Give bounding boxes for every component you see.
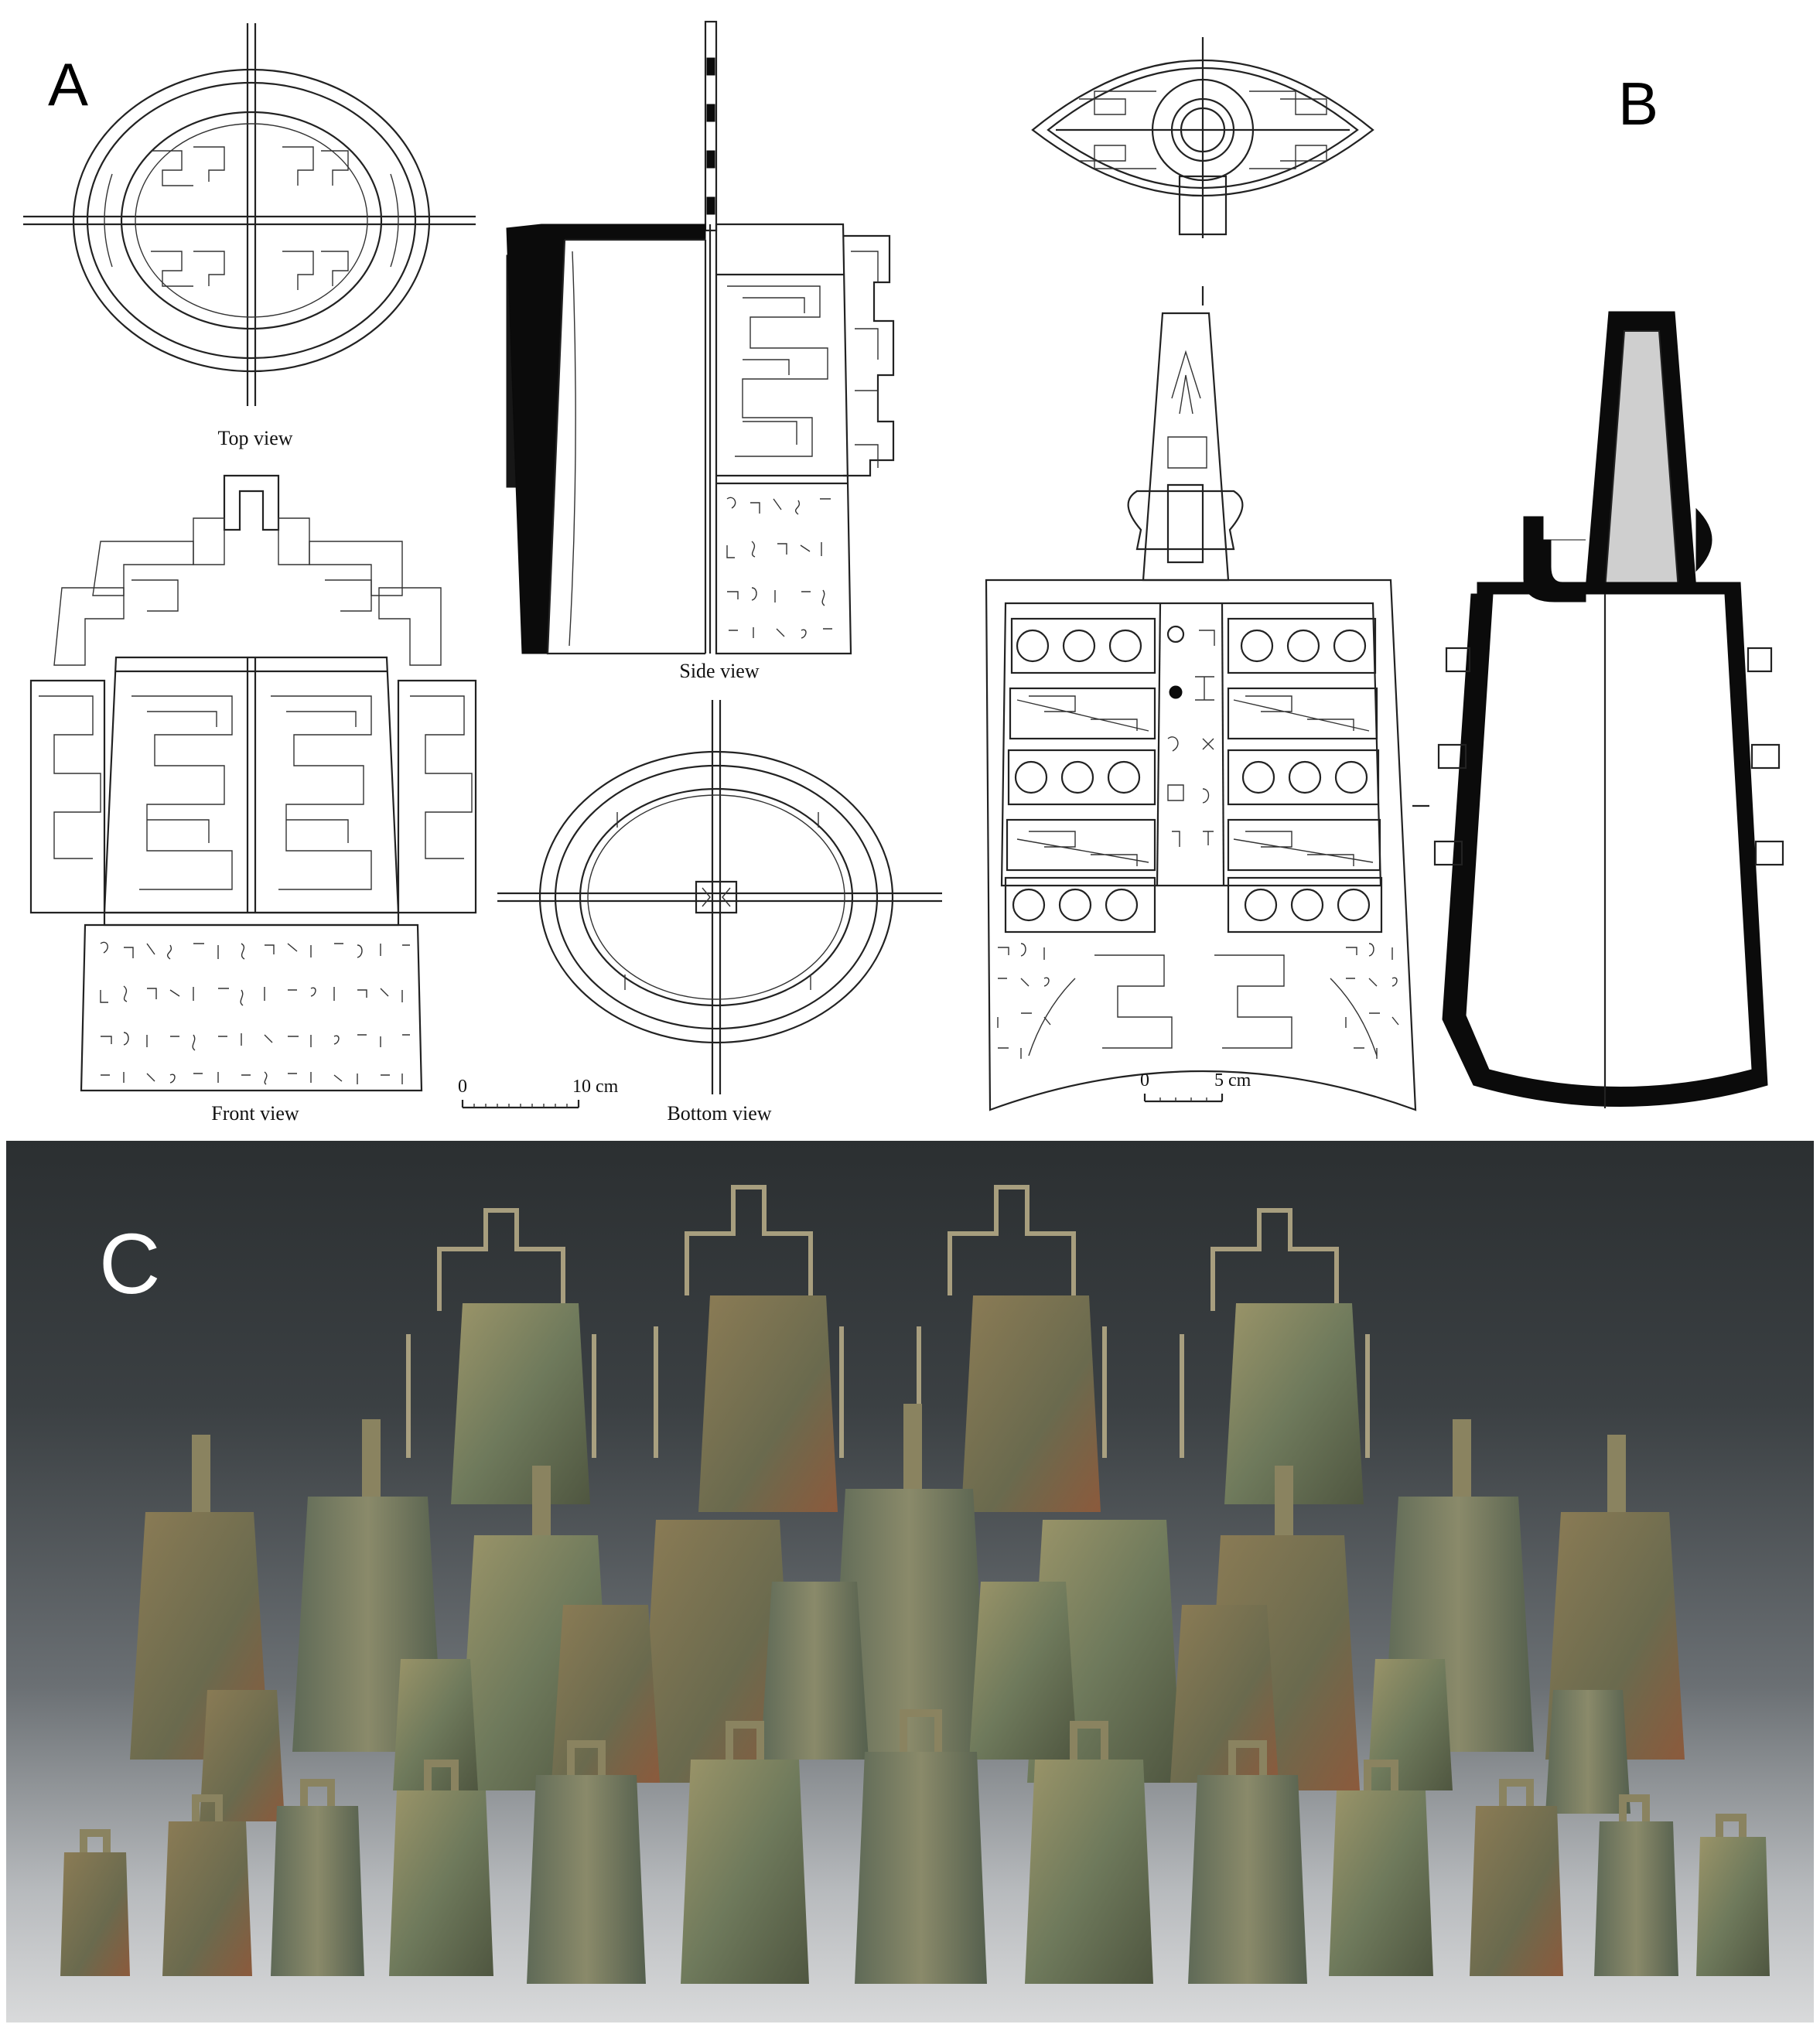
panel-label-b: B [1618, 70, 1659, 138]
bottom-view-caption: Bottom view [667, 1102, 772, 1125]
bottom-view-drawing [497, 700, 942, 1094]
bells-illustration [60, 1185, 1770, 1984]
b-front-view-drawing [985, 286, 1417, 1111]
scale-bar-a-end: 10 cm [572, 1077, 619, 1097]
bo-bells-bodies [451, 1295, 1364, 1512]
scale-bar-a [461, 1100, 580, 1109]
scale-bar-b-zero: 0 [1140, 1070, 1149, 1091]
front-view-caption: Front view [211, 1102, 299, 1125]
bell-loops [80, 1709, 1747, 1852]
scale-bar-a-zero: 0 [458, 1077, 467, 1097]
small-yong-bells [200, 1582, 1630, 1821]
b-center-tick [1412, 804, 1429, 807]
scale-bar-b [1143, 1094, 1224, 1103]
scale-bar-b-end: 5 cm [1214, 1070, 1251, 1091]
b-top-view-drawing [1031, 37, 1374, 238]
top-view-caption: Top view [217, 427, 293, 449]
b-cross-section-drawing [1433, 311, 1784, 1108]
front-view-drawing [29, 474, 477, 1092]
panel-label-a: A [48, 50, 89, 118]
side-view-caption: Side view [679, 660, 760, 682]
panel-label-c: C [99, 1217, 161, 1312]
top-view-drawing [23, 23, 476, 406]
bells-photo [6, 1141, 1814, 2022]
niu-bells-row [60, 1752, 1770, 1984]
side-view-drawing [506, 20, 895, 655]
